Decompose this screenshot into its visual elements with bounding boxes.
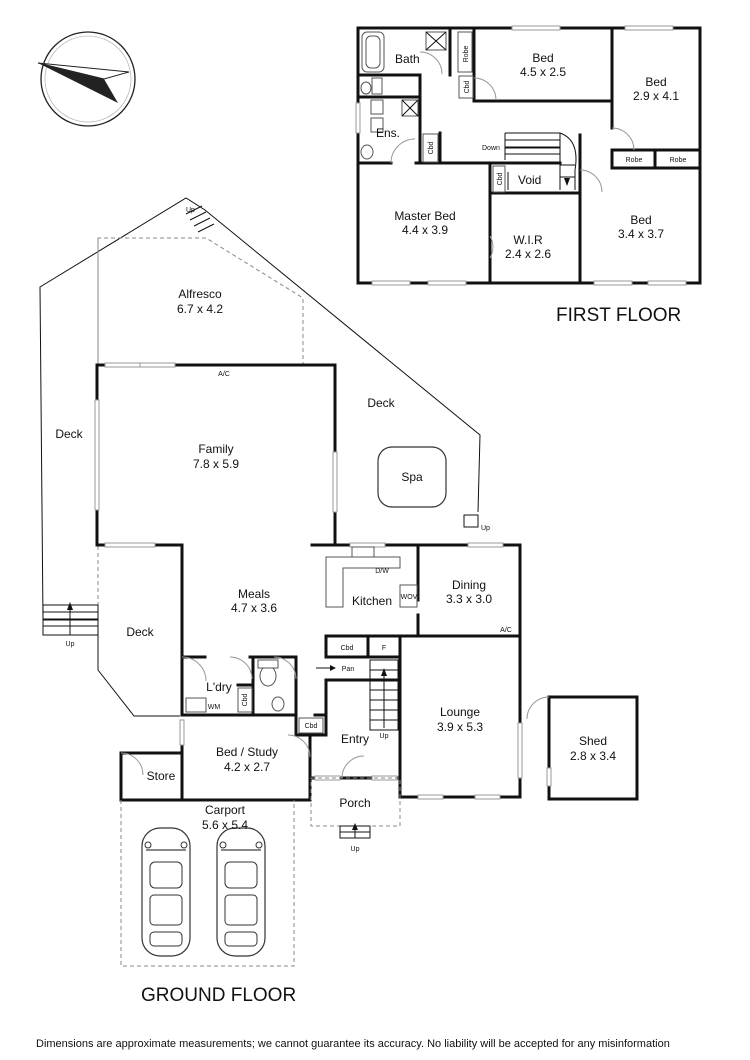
stairs-icon — [339, 823, 371, 839]
deck-label: Deck — [367, 396, 395, 410]
ground-floor-fixtures — [120, 546, 550, 967]
robe-label: Robe — [670, 157, 687, 164]
bed-study-size: 4.2 x 2.7 — [224, 760, 270, 774]
wir-name: W.I.R — [513, 233, 543, 247]
shed-size: 2.8 x 3.4 — [570, 749, 616, 763]
entry-label: Entry — [341, 732, 369, 746]
ground-floor-labels: Up Alfresco 6.7 x 4.2 A/C Deck Deck Fami… — [55, 207, 616, 853]
meals-size: 4.7 x 3.6 — [231, 601, 277, 615]
spa-label: Spa — [401, 470, 423, 484]
robe-label: Robe — [626, 157, 643, 164]
wm-label: WM — [208, 704, 221, 711]
first-floor-labels: Bath Robe Cbd Bed 4.5 x 2.5 Bed 2.9 x 4.… — [376, 46, 686, 261]
laundry-label: L'dry — [206, 680, 232, 694]
lounge-name: Lounge — [440, 705, 480, 719]
first-floor-walls — [356, 26, 702, 285]
bed-2-size: 2.9 x 4.1 — [633, 89, 679, 103]
cbd-label: Cbd — [464, 80, 471, 93]
cbd-label: Cbd — [305, 723, 318, 730]
bed-1-name: Bed — [532, 51, 553, 65]
ac-label: A/C — [218, 371, 230, 378]
dining-size: 3.3 x 3.0 — [446, 592, 492, 606]
porch-label: Porch — [339, 796, 370, 810]
cbd-label: Cbd — [428, 141, 435, 154]
store-label: Store — [147, 769, 176, 783]
dw-label: D/W — [375, 568, 389, 575]
bed-3-name: Bed — [630, 213, 651, 227]
up-label: Up — [380, 733, 389, 740]
compass-icon — [37, 31, 136, 127]
deck-label: Deck — [55, 427, 83, 441]
robe-label: Robe — [463, 46, 470, 63]
deck-label: Deck — [126, 625, 154, 639]
alfresco-name: Alfresco — [178, 287, 222, 301]
family-name: Family — [198, 442, 233, 456]
up-label: Up — [351, 846, 360, 853]
stairs-icon — [369, 659, 399, 731]
void-label: Void — [518, 173, 541, 187]
master-bed-size: 4.4 x 3.9 — [402, 223, 448, 237]
carport-size: 5.6 x 5.4 — [202, 818, 248, 832]
car-icon — [141, 827, 191, 957]
master-bed-name: Master Bed — [394, 209, 455, 223]
family-size: 7.8 x 5.9 — [193, 457, 239, 471]
wir-size: 2.4 x 2.6 — [505, 247, 551, 261]
up-label: Up — [481, 525, 490, 532]
car-icon — [216, 827, 266, 957]
ensuite-label: Ens. — [376, 126, 400, 140]
carport-name: Carport — [205, 803, 246, 817]
up-label: Up — [186, 207, 195, 214]
cbd-label: Cbd — [242, 693, 249, 706]
lounge-size: 3.9 x 5.3 — [437, 720, 483, 734]
cbd-label: Cbd — [341, 645, 354, 652]
stairs-icon — [504, 132, 577, 190]
shed-name: Shed — [579, 734, 607, 748]
ac-label: A/C — [500, 627, 512, 634]
dining-name: Dining — [452, 578, 486, 592]
wov-label: WOV — [401, 594, 418, 601]
cbd-label: Cbd — [497, 172, 504, 185]
up-label: Up — [66, 641, 75, 648]
ground-floor-title: GROUND FLOOR — [141, 985, 296, 1006]
stairs-icon — [42, 602, 99, 636]
bed-study-name: Bed / Study — [216, 745, 278, 759]
bed-2-name: Bed — [645, 75, 666, 89]
pantry-label: Pan — [342, 666, 355, 673]
stairs-icon — [185, 205, 215, 233]
bath-label: Bath — [395, 52, 420, 66]
ground-floor-windows — [94, 362, 552, 800]
down-label: Down — [482, 145, 500, 152]
disclaimer-text: Dimensions are approximate measurements;… — [36, 1038, 670, 1050]
first-floor-windows — [355, 25, 687, 286]
kitchen-label: Kitchen — [352, 594, 392, 608]
ground-floor-outline — [39, 197, 481, 717]
meals-name: Meals — [238, 587, 270, 601]
spa-shape — [377, 446, 447, 508]
first-floor-fixtures — [360, 31, 635, 259]
first-floor-title: FIRST FLOOR — [556, 305, 681, 326]
bed-3-size: 3.4 x 3.7 — [618, 227, 664, 241]
alfresco-size: 6.7 x 4.2 — [177, 302, 223, 316]
fridge-label: F — [382, 645, 386, 652]
bed-1-size: 4.5 x 2.5 — [520, 65, 566, 79]
